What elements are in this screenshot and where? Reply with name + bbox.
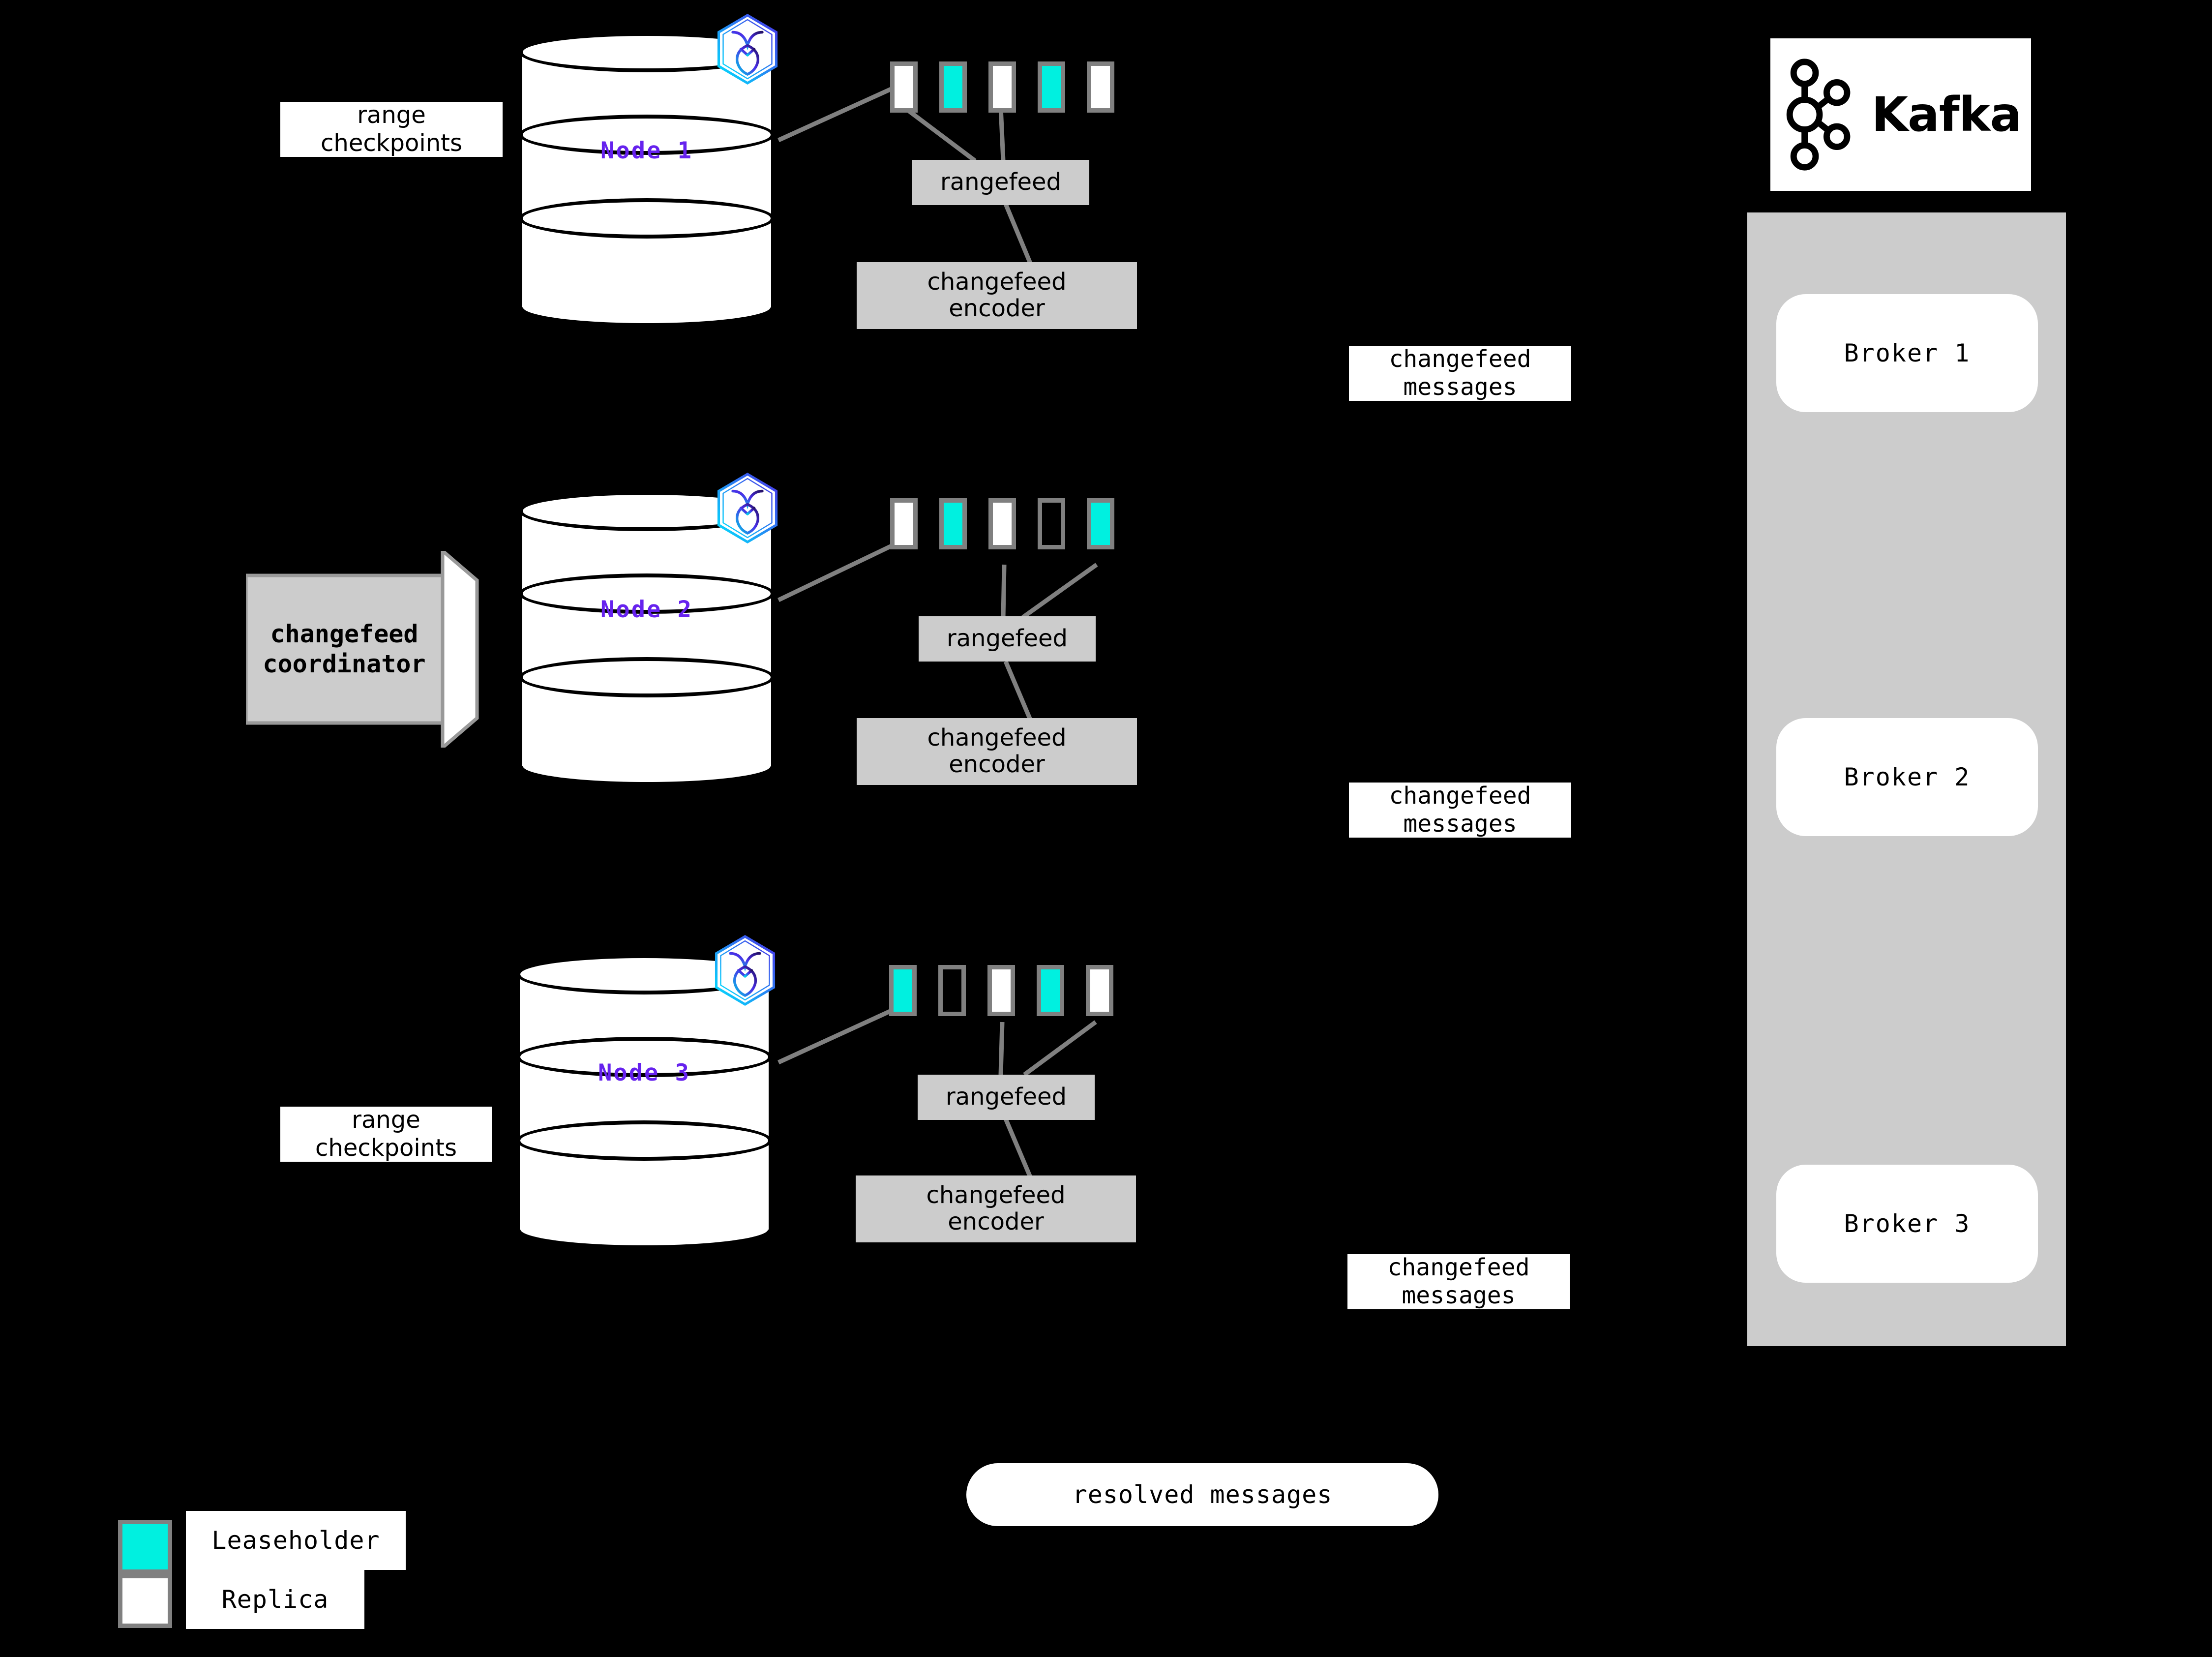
node-3-changefeed-encoder-box[interactable]: changefeed encoder xyxy=(856,1175,1136,1242)
encoder-label-line2: encoder xyxy=(948,1208,1044,1235)
node-3-label: Node 3 xyxy=(598,1059,690,1086)
cylinder-disk-2 xyxy=(519,115,775,155)
changefeed-messages-line2: messages xyxy=(1402,1282,1516,1309)
node-2-cylinder: Node 2 xyxy=(519,491,775,786)
node-3-cylinder: Node 3 xyxy=(516,954,772,1249)
encoder-label-line1: changefeed xyxy=(926,1181,1066,1209)
range-box xyxy=(1037,965,1064,1016)
broker-3-box[interactable]: Broker 3 xyxy=(1776,1165,2038,1283)
range-checkpoints-line1: range xyxy=(357,101,426,129)
kafka-logo-box: Kafka xyxy=(1770,38,2031,191)
node-1-changefeed-messages-label: changefeed messages xyxy=(1349,345,1571,401)
range-box xyxy=(987,965,1015,1016)
cylinder-disk-3 xyxy=(516,1120,772,1161)
legend-swatch-leaseholder xyxy=(118,1520,172,1574)
range-checkpoints-line2: checkpoints xyxy=(321,129,462,157)
range-checkpoints-line1: range xyxy=(352,1106,420,1134)
resolved-messages-label: resolved messages xyxy=(1072,1480,1333,1509)
kafka-logo-text: Kafka xyxy=(1871,87,2022,142)
legend-label-replica: Replica xyxy=(186,1570,364,1629)
range-box xyxy=(1038,498,1065,549)
node-2-rangefeed-box[interactable]: rangefeed xyxy=(919,616,1096,662)
changefeed-messages-line2: messages xyxy=(1403,373,1517,401)
range-box xyxy=(988,61,1016,113)
broker-label: Broker 1 xyxy=(1844,339,1971,367)
range-box xyxy=(1038,61,1065,113)
encoder-label-line1: changefeed xyxy=(927,268,1067,296)
broker-label: Broker 2 xyxy=(1844,763,1971,791)
cockroachdb-hex-icon xyxy=(711,471,784,545)
cylinder-disk-2 xyxy=(519,573,775,614)
rangefeed-label: rangefeed xyxy=(946,1083,1067,1111)
changefeed-coordinator-callout[interactable]: changefeed coordinator xyxy=(246,551,492,748)
resolved-messages-pill: resolved messages xyxy=(966,1463,1438,1526)
broker-label: Broker 3 xyxy=(1844,1209,1971,1238)
node-3-changefeed-messages-label: changefeed messages xyxy=(1347,1254,1570,1309)
node-1-range-checkpoints-label: range checkpoints xyxy=(280,101,503,157)
kafka-logo-icon xyxy=(1786,59,1851,171)
changefeed-messages-line2: messages xyxy=(1403,810,1517,838)
encoder-label-line2: encoder xyxy=(949,751,1045,778)
legend-label-leaseholder: Leaseholder xyxy=(186,1511,406,1570)
node-2-changefeed-messages-label: changefeed messages xyxy=(1349,782,1571,838)
range-box xyxy=(938,965,966,1016)
rangefeed-label: rangefeed xyxy=(947,625,1068,653)
range-box xyxy=(890,61,918,113)
range-box xyxy=(890,498,918,549)
range-box xyxy=(889,965,917,1016)
broker-1-box[interactable]: Broker 1 xyxy=(1776,294,2038,412)
changefeed-messages-line1: changefeed xyxy=(1389,345,1531,373)
cylinder-body xyxy=(519,52,775,307)
range-box xyxy=(988,498,1016,549)
range-box xyxy=(939,498,967,549)
changefeed-messages-line1: changefeed xyxy=(1387,1254,1530,1282)
range-box xyxy=(939,61,967,113)
changefeed-messages-line1: changefeed xyxy=(1389,782,1531,810)
cylinder-disk-3 xyxy=(519,657,775,697)
node-3-range-checkpoints-label: range checkpoints xyxy=(280,1106,492,1162)
encoder-label-line1: changefeed xyxy=(927,724,1067,752)
range-box xyxy=(1087,498,1114,549)
broker-2-box[interactable]: Broker 2 xyxy=(1776,718,2038,836)
cylinder-disk-3 xyxy=(519,198,775,239)
node-2-changefeed-encoder-box[interactable]: changefeed encoder xyxy=(857,718,1137,785)
node-1-label: Node 1 xyxy=(600,137,693,164)
cockroachdb-hex-icon xyxy=(708,934,782,1007)
node-2-label: Node 2 xyxy=(600,596,693,623)
node-1-cylinder: Node 1 xyxy=(519,32,775,327)
cockroachdb-hex-icon xyxy=(711,12,784,86)
legend-swatch-replica xyxy=(118,1574,172,1628)
rangefeed-label: rangefeed xyxy=(940,168,1061,196)
node-3-rangefeed-box[interactable]: rangefeed xyxy=(918,1075,1095,1120)
node-1-changefeed-encoder-box[interactable]: changefeed encoder xyxy=(857,262,1137,329)
range-checkpoints-line2: checkpoints xyxy=(315,1134,457,1162)
cylinder-body xyxy=(516,974,772,1230)
node-1-rangefeed-box[interactable]: rangefeed xyxy=(912,160,1089,205)
encoder-label-line2: encoder xyxy=(949,295,1045,322)
range-box xyxy=(1087,61,1114,113)
range-box xyxy=(1086,965,1113,1016)
cylinder-body xyxy=(519,511,775,766)
cylinder-disk-2 xyxy=(516,1037,772,1077)
